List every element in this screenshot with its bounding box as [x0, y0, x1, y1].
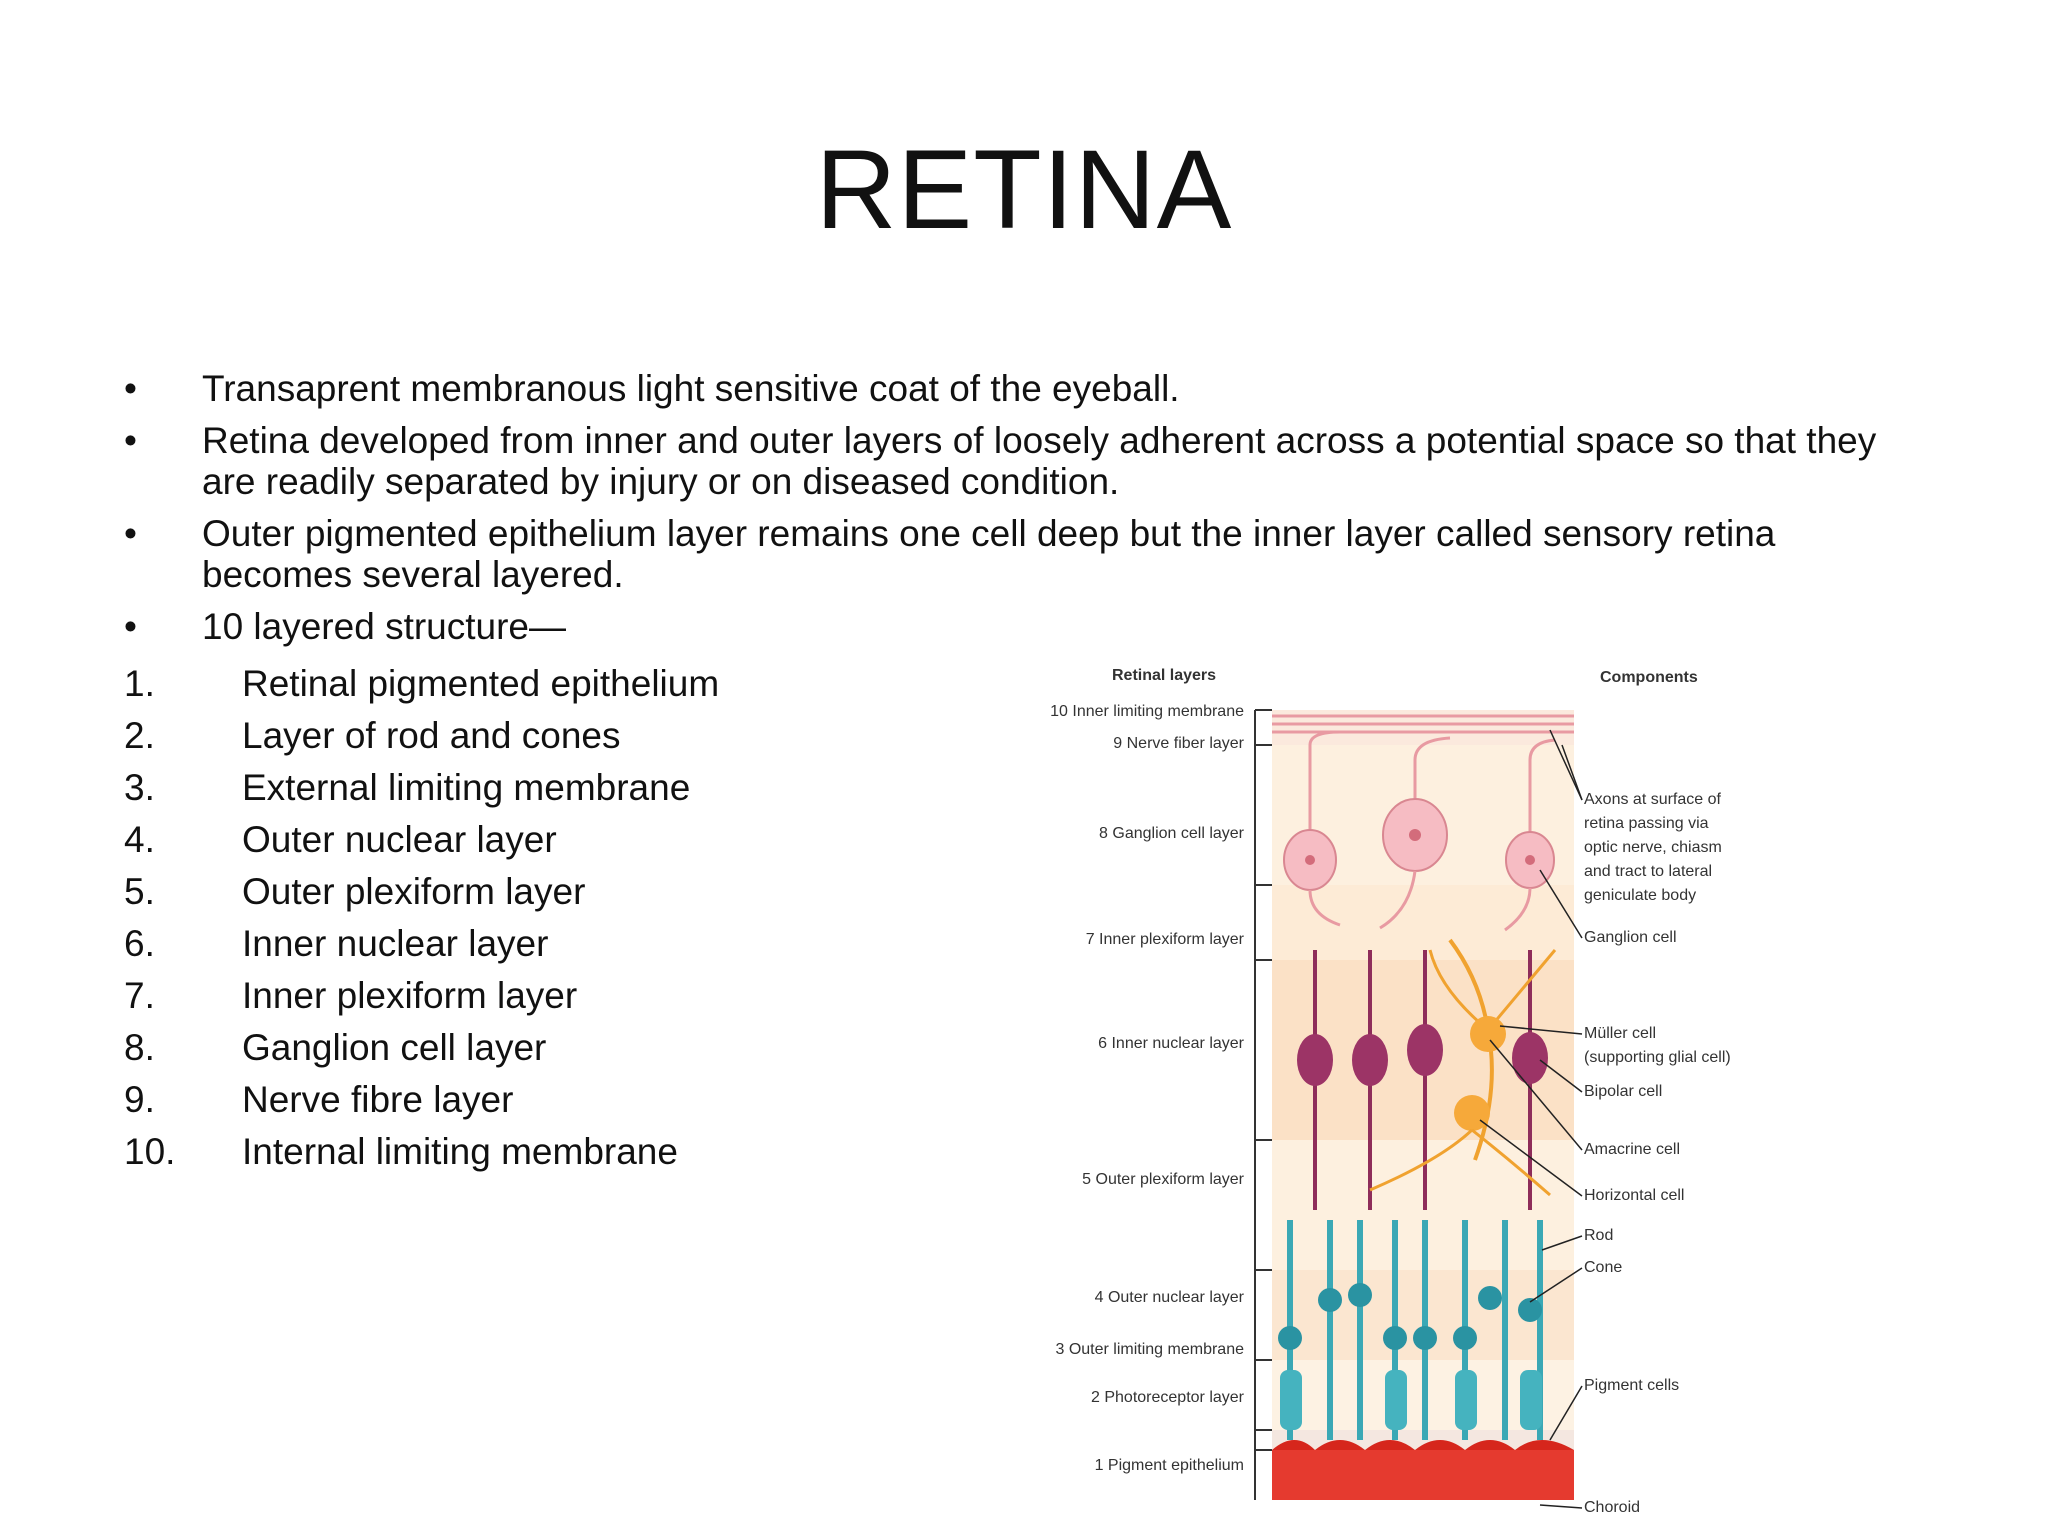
left-labels: 10 Inner limiting membrane 9 Nerve fiber… [1050, 703, 1245, 1474]
pigment-cells [1272, 1440, 1574, 1450]
label-inner-plexiform: 7 Inner plexiform layer [1086, 931, 1245, 948]
label-inner-nuclear: 6 Inner nuclear layer [1098, 1035, 1245, 1052]
label-inner-limiting: 10 Inner limiting membrane [1050, 703, 1244, 720]
label-muller-1: Müller cell [1584, 1025, 1656, 1042]
label-outer-limiting: 3 Outer limiting membrane [1055, 1341, 1244, 1358]
bullet-item: Outer pigmented epithelium layer remains… [124, 513, 1924, 595]
bullet-item: Retina developed from inner and outer la… [124, 420, 1924, 502]
label-outer-nuclear: 4 Outer nuclear layer [1095, 1289, 1245, 1306]
layer-item: 2.Layer of rod and cones [124, 715, 621, 756]
bipolar-cells [1297, 950, 1548, 1210]
amacrine-cells [1369, 938, 1557, 1197]
label-ganglion-layer: 8 Ganglion cell layer [1099, 825, 1245, 842]
label-amacrine: Amacrine cell [1584, 1141, 1680, 1158]
label-rod: Rod [1584, 1227, 1613, 1244]
layer-item: 1.Retinal pigmented epithelium [124, 663, 720, 704]
label-axons-1: Axons at surface of [1584, 791, 1722, 808]
label-outer-plexiform: 5 Outer plexiform layer [1082, 1171, 1245, 1188]
retina-layers-diagram: Retinal layers Components 10 Inner limit… [1050, 667, 1731, 1516]
layer-item: 6.Inner nuclear layer [124, 923, 549, 964]
label-horizontal: Horizontal cell [1584, 1187, 1684, 1204]
bullet-item: Transaprent membranous light sensitive c… [124, 368, 1924, 409]
bullet-list: Transaprent membranous light sensitive c… [124, 368, 1924, 658]
layer-item: 3.External limiting membrane [124, 767, 691, 808]
pointer-lines [1479, 729, 1583, 1509]
ganglion-cells [1283, 745, 1555, 932]
label-axons-2: retina passing via [1584, 815, 1709, 832]
right-labels: Axons at surface of retina passing via o… [1584, 791, 1731, 1516]
axon-fibers [1272, 714, 1574, 761]
layer-item: 7.Inner plexiform layer [124, 975, 578, 1016]
label-pigment-cells: Pigment cells [1584, 1377, 1679, 1394]
layer-item: 4.Outer nuclear layer [124, 819, 557, 860]
label-muller-2: (supporting glial cell) [1584, 1049, 1731, 1066]
slide-title: RETINA [815, 127, 1233, 252]
label-choroid: Choroid [1584, 1499, 1640, 1516]
label-axons-4: and tract to lateral [1584, 863, 1712, 880]
layer-item: 5.Outer plexiform layer [124, 871, 586, 912]
label-ganglion-cell: Ganglion cell [1584, 929, 1677, 946]
layer-item: 8.Ganglion cell layer [124, 1027, 547, 1068]
label-photoreceptor: 2 Photoreceptor layer [1091, 1389, 1245, 1406]
label-pigment-epithelium: 1 Pigment epithelium [1095, 1457, 1244, 1474]
layer-item: 9.Nerve fibre layer [124, 1079, 514, 1120]
bullet-item: 10 layered structure— [124, 606, 1924, 647]
layer-bracket [1254, 709, 1272, 1500]
label-bipolar: Bipolar cell [1584, 1083, 1662, 1100]
diagram-heading-left: Retinal layers [1112, 667, 1216, 684]
layer-list: 1.Retinal pigmented epithelium 2.Layer o… [124, 658, 719, 1178]
label-cone: Cone [1584, 1259, 1622, 1276]
diagram-heading-right: Components [1600, 669, 1698, 686]
label-axons-3: optic nerve, chiasm [1584, 839, 1722, 856]
layer-item: 10.Internal limiting membrane [124, 1131, 678, 1172]
label-nerve-fiber: 9 Nerve fiber layer [1113, 735, 1244, 752]
photoreceptors [1278, 1220, 1543, 1440]
label-axons-5: geniculate body [1584, 887, 1696, 904]
